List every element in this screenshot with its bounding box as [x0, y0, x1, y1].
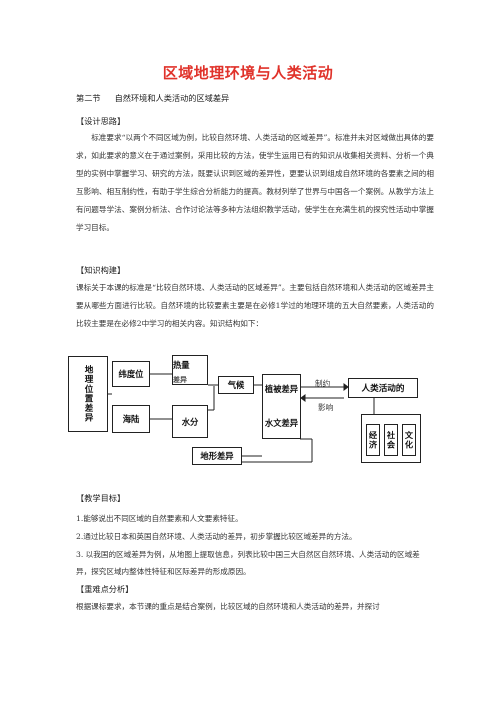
keypoints-heading: 【重难点分析】: [76, 584, 134, 594]
objective-item-3: 3. 以我国的区域差异为例，从地图上提取信息，列表比较中国三大自然区自然环境、人…: [76, 550, 420, 577]
terrain-box: 地形差异: [192, 447, 242, 465]
objectives-heading: 【教学目标】: [76, 493, 126, 503]
keypoints-paragraph: 根据课标要求，本节课的重点是结合案例，比较区域的自然环境和人类活动的差异，并探讨: [76, 602, 380, 611]
heat-box: 热量 差异: [172, 355, 208, 385]
document-title: 区域地理环境与人类活动: [162, 64, 334, 82]
restrict-label: 制约: [315, 379, 331, 388]
culture-box: 文化: [402, 424, 416, 456]
section-name: 自然环境和人类活动的区域差异: [114, 93, 230, 103]
structure-paragraph: 课标关于本课的标准是“比较自然环境、人类活动的区域差异”。主要包括自然环境和人类…: [76, 283, 434, 328]
vegetation-label: 植被差异: [264, 384, 299, 394]
influence-label: 影响: [318, 403, 334, 412]
hydrology-label: 水文差异: [264, 418, 299, 428]
design-heading: 【设计思路】: [76, 116, 126, 126]
water-box: 水分: [172, 405, 208, 438]
economy-box: 经济: [366, 424, 380, 456]
objective-item-1: 1.能够说出不同区域的自然要素和人文要素特征。: [76, 514, 243, 523]
land-sea-box: 海陆: [112, 405, 150, 433]
overlap-label: 差异: [173, 376, 187, 384]
latitude-box: 纬度位: [112, 361, 150, 387]
design-paragraph: 标准要求“以两个不同区域为例，比较自然环境、人类活动的区域差异”。标准并未对区域…: [76, 133, 434, 232]
objective-item-2: 2.通过比较日本和英国自然环境、人类活动的差异，初步掌握比较区域差异的方法。: [76, 532, 357, 541]
geo-position-box: 地理位置差异: [68, 356, 108, 432]
section-number: 第二节: [76, 93, 101, 103]
vegetation-hydrology-box: 植被差异 水文差异: [262, 374, 301, 439]
human-activity-box: 人类活动的: [348, 378, 418, 398]
climate-box: 气候: [218, 376, 254, 394]
society-box: 社会: [384, 424, 398, 456]
section-heading: 第二节 自然环境和人类活动的区域差异: [76, 92, 243, 104]
human-activity-group: [361, 414, 421, 463]
heat-label: 热量: [173, 360, 190, 370]
structure-heading: 【知识构建】: [76, 265, 126, 275]
